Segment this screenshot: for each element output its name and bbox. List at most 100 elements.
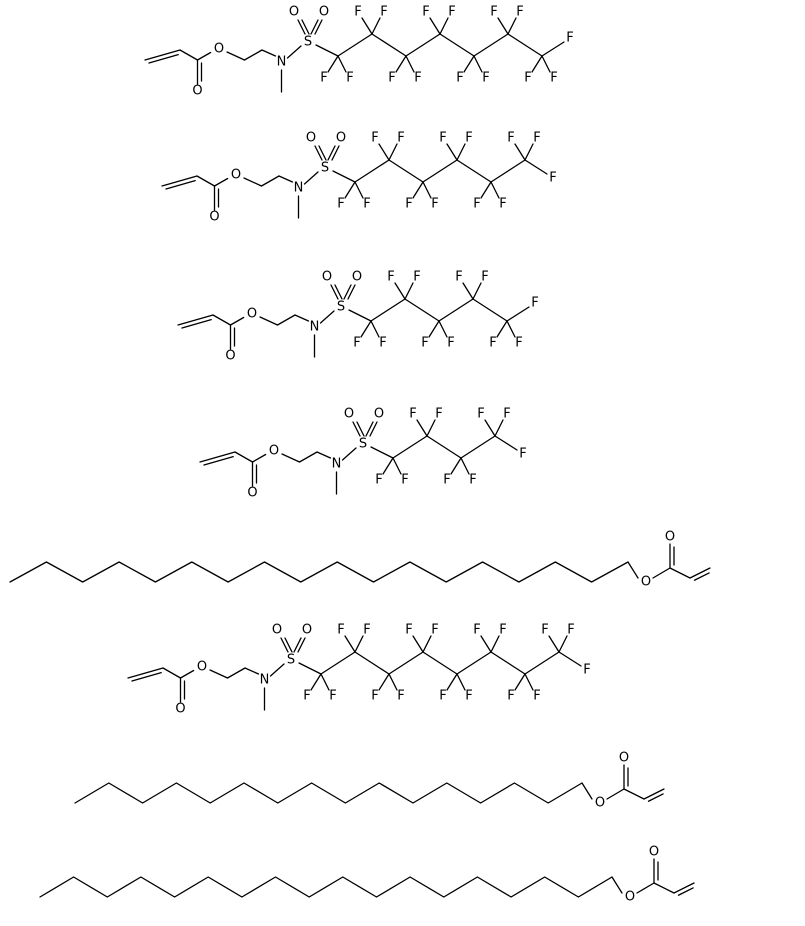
sulfonyl-oxygen-label: O — [352, 270, 362, 285]
molecule-m7: OO — [74, 751, 665, 811]
sulfonyl-bond — [369, 421, 378, 437]
carbonyl-oxygen-label: O — [665, 530, 675, 545]
fluorine-label: F — [397, 131, 404, 146]
cf-bond — [446, 143, 458, 161]
cf-bond — [327, 55, 339, 73]
cf-bond — [354, 635, 364, 653]
bond — [439, 33, 475, 57]
bond — [473, 33, 509, 57]
cf-bond — [490, 181, 500, 199]
sulfonyl-bond — [301, 19, 310, 35]
carbonyl-oxygen-label: O — [247, 486, 257, 501]
fluorine-label: F — [541, 623, 548, 638]
bond — [354, 159, 390, 183]
bond — [354, 651, 390, 675]
bond — [196, 51, 212, 61]
ester-oxygen-label: O — [595, 796, 605, 811]
fluorine-label: F — [363, 197, 370, 212]
bond — [405, 33, 441, 57]
fluorine-label: F — [388, 71, 395, 86]
carbonyl-oxygen-label: O — [619, 751, 629, 766]
ester-oxygen-label: O — [214, 42, 224, 57]
molecule-m5: OO — [9, 530, 711, 590]
cf-bond — [404, 282, 414, 300]
cf-bond — [462, 282, 474, 300]
bond — [179, 669, 195, 679]
carbonyl-oxygen-label: O — [649, 845, 659, 860]
bond — [669, 567, 691, 579]
bond — [316, 451, 332, 459]
sulfonyl-bond — [331, 145, 340, 161]
fluorine-label: F — [354, 5, 361, 20]
vinyl-double-bond — [131, 672, 162, 682]
cf-bond — [370, 320, 380, 338]
bond — [636, 882, 655, 894]
cf-bond — [388, 673, 398, 691]
alkyl-chain — [9, 561, 629, 583]
sulfonyl-bond — [310, 19, 319, 35]
sulfonyl-bond — [343, 284, 352, 300]
cf-bond — [382, 457, 394, 475]
fluorine-label: F — [533, 131, 540, 146]
sulfonyl-bond — [284, 637, 293, 653]
fluorine-label: F — [439, 689, 446, 704]
fluorine-label: F — [456, 71, 463, 86]
cf-bond — [524, 673, 534, 691]
cf-bond — [422, 181, 432, 199]
bond — [332, 170, 356, 183]
sulfonyl-oxygen-label: O — [319, 5, 329, 20]
cf-bond — [484, 419, 496, 437]
bond — [341, 447, 357, 461]
bond — [370, 446, 394, 459]
bond — [243, 49, 263, 61]
cf-bond — [422, 635, 432, 653]
sulfonyl-bond — [293, 637, 302, 653]
vinyl-double-bond — [203, 456, 234, 466]
fluorine-label: F — [473, 623, 480, 638]
fluorine-label: F — [489, 336, 496, 351]
sulfonyl-bond — [365, 421, 374, 437]
bond — [298, 662, 322, 675]
bond — [226, 51, 246, 61]
ester-oxygen-label: O — [231, 168, 241, 183]
fluorine-label: F — [414, 71, 421, 86]
fluorine-label: F — [448, 5, 455, 20]
vinyl-double-bond — [647, 793, 664, 802]
fluorine-label: F — [421, 336, 428, 351]
bond — [422, 651, 458, 675]
vinyl-double-bond — [689, 567, 711, 579]
vinyl-double-bond — [693, 572, 710, 581]
bond — [606, 788, 625, 800]
bond — [244, 667, 260, 675]
cf-bond — [344, 181, 356, 199]
bond — [234, 451, 254, 463]
bond — [490, 159, 526, 183]
cf-bond — [497, 17, 509, 35]
fluorine-label: F — [439, 131, 446, 146]
sulfonyl-bond — [347, 284, 356, 300]
fluorine-label: F — [329, 689, 336, 704]
vinyl-double-bond — [165, 180, 196, 190]
cf-bond — [450, 457, 462, 475]
fluorine-label: F — [405, 623, 412, 638]
sulfur-label: S — [337, 300, 345, 315]
vinyl-double-bond — [148, 54, 179, 64]
bond — [251, 453, 267, 463]
cf-bond — [494, 435, 518, 451]
sulfonyl-bond — [318, 145, 327, 161]
bond — [196, 175, 216, 187]
bond — [294, 314, 310, 322]
sulfur-label: S — [304, 35, 312, 50]
fluorine-label: F — [363, 623, 370, 638]
bond — [456, 159, 492, 183]
bond — [456, 651, 492, 675]
cf-bond — [531, 55, 543, 73]
sulfur-label: S — [321, 161, 329, 176]
fluorine-label: F — [379, 336, 386, 351]
fluorine-label: F — [431, 197, 438, 212]
fluorine-label: F — [566, 31, 573, 46]
bond — [627, 561, 639, 579]
cf-bond — [472, 282, 482, 300]
